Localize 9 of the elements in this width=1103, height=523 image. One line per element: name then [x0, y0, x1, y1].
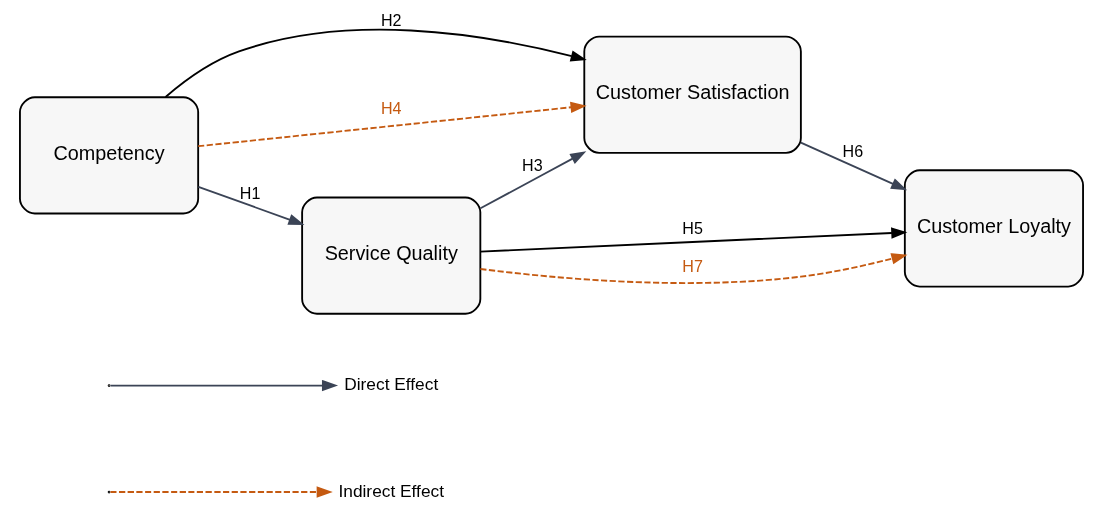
legend-label: Indirect Effect: [338, 480, 444, 501]
edge-label: H4: [380, 98, 402, 117]
edge-label: H7: [682, 257, 703, 276]
edge-label: H2: [380, 10, 402, 29]
edge-label: H5: [682, 218, 703, 237]
edge-label: H6: [842, 142, 864, 161]
edge-label: H1: [239, 184, 261, 203]
edge-label: H3: [522, 155, 543, 174]
legend-label: Direct Effect: [344, 374, 439, 395]
